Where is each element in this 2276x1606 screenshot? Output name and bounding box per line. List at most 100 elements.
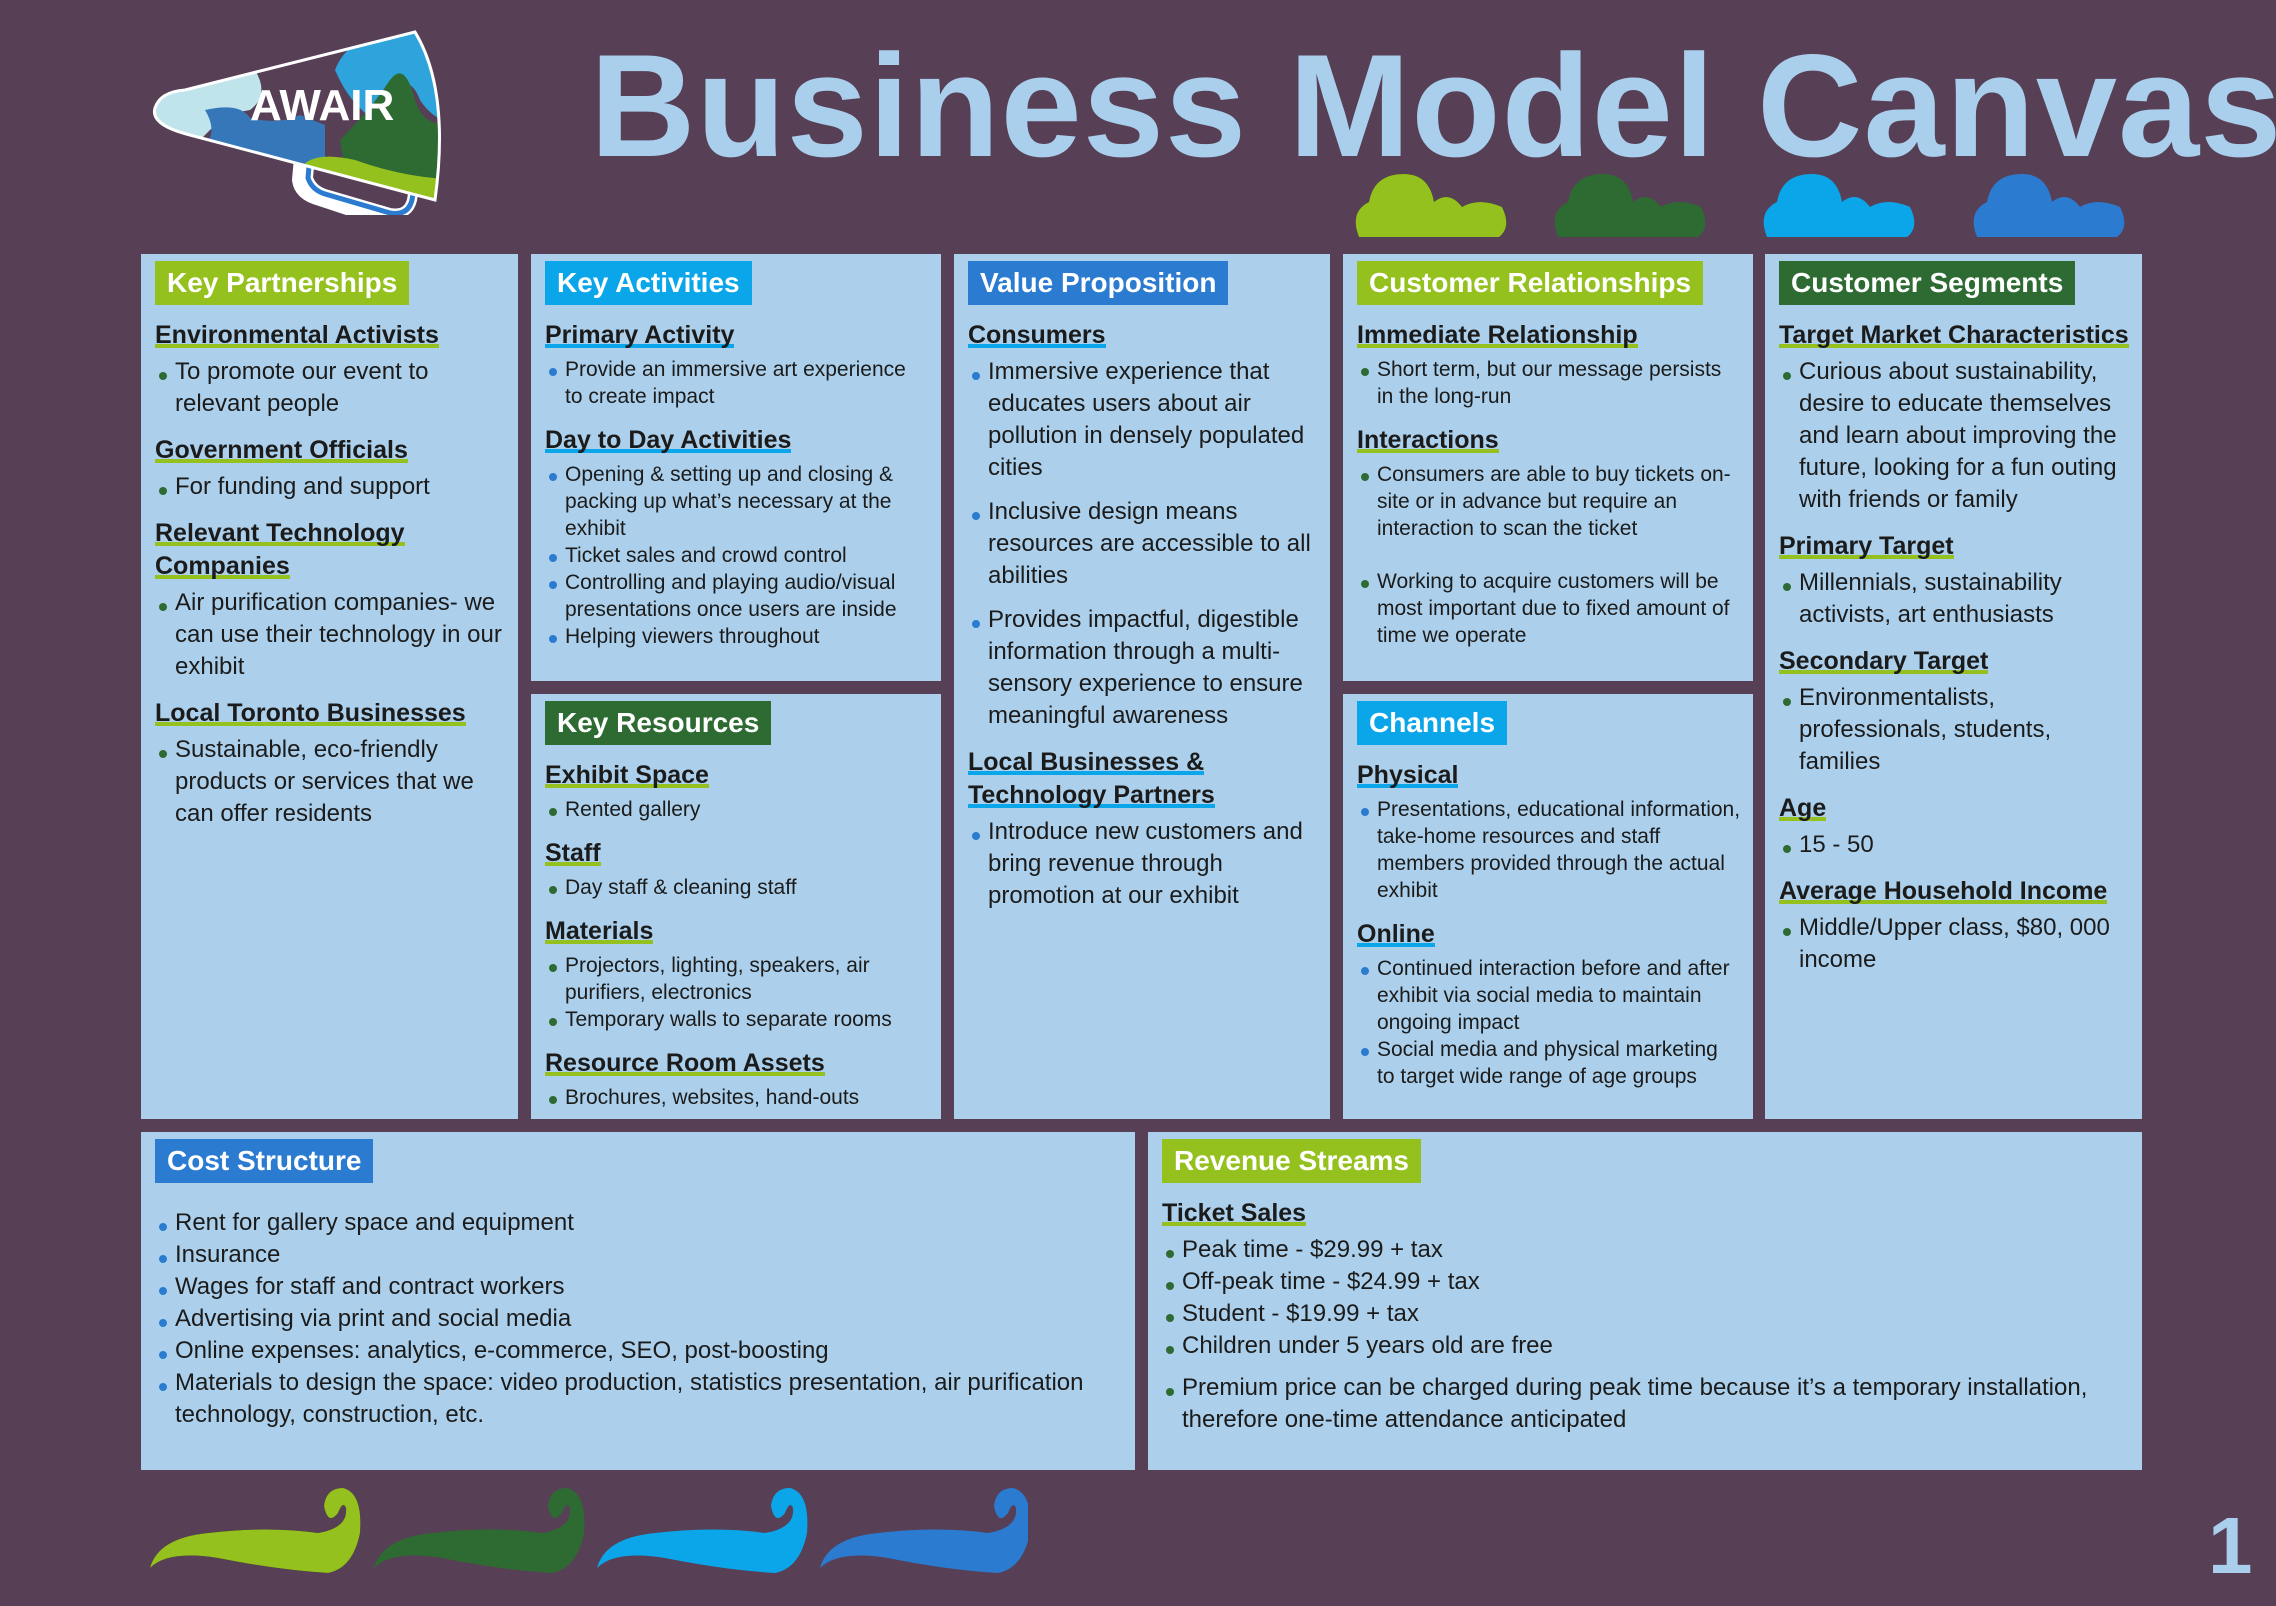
group-heading: Secondary Target bbox=[1779, 647, 1989, 677]
group-heading: Exhibit Space bbox=[545, 761, 709, 791]
bullet-item: Millennials, sustainability activists, a… bbox=[1779, 567, 2130, 631]
bullet-list: Brochures, websites, hand-outs bbox=[545, 1084, 929, 1111]
logo-text: AWAIR bbox=[250, 81, 394, 130]
group-heading: Target Market Characteristics bbox=[1779, 321, 2129, 351]
bullet-item: Premium price can be charged during peak… bbox=[1162, 1372, 2130, 1436]
bullet-item: Rented gallery bbox=[545, 796, 929, 823]
bullet-item: Consumers are able to buy tickets on-sit… bbox=[1357, 461, 1741, 542]
bullet-list: Middle/Upper class, $80, 000 income bbox=[1779, 912, 2130, 976]
bullet-item: Insurance bbox=[155, 1239, 1123, 1271]
bullet-item: Middle/Upper class, $80, 000 income bbox=[1779, 912, 2130, 976]
key-activities-label: Key Activities bbox=[545, 261, 752, 305]
bullet-item: Working to acquire customers will be mos… bbox=[1357, 568, 1741, 649]
cloud-decorations bbox=[1355, 174, 2125, 237]
bullet-item: Off-peak time - $24.99 + tax bbox=[1162, 1266, 2130, 1298]
bullet-item: Helping viewers throughout bbox=[545, 623, 929, 650]
group-heading: Immediate Relationship bbox=[1357, 321, 1638, 351]
bullet-item: Curious about sustainability, desire to … bbox=[1779, 356, 2130, 516]
page-title: Business Model Canvas bbox=[590, 24, 2276, 187]
key-partnerships-label: Key Partnerships bbox=[155, 261, 410, 305]
group-heading: Primary Target bbox=[1779, 532, 1954, 562]
bullet-list: Projectors, lighting, speakers, air puri… bbox=[545, 952, 929, 1033]
page-number: 1 bbox=[2208, 1501, 2253, 1590]
wave-icon bbox=[150, 1488, 361, 1573]
bullet-list: Environmentalists, professionals, studen… bbox=[1779, 682, 2130, 778]
wave-icon bbox=[597, 1488, 808, 1573]
bullet-list: Short term, but our message persists in … bbox=[1357, 356, 1741, 410]
bullet-item: Sustainable, eco-friendly products or se… bbox=[155, 734, 506, 830]
bullet-item: For funding and support bbox=[155, 471, 506, 503]
bullet-list: 15 - 50 bbox=[1779, 829, 2130, 861]
group-heading: Day to Day Activities bbox=[545, 426, 792, 456]
bullet-item: Peak time - $29.99 + tax bbox=[1162, 1234, 2130, 1266]
cloud-icon bbox=[1554, 174, 1706, 237]
group-heading: Relevant Technology Companies bbox=[155, 519, 405, 582]
bullet-item: Opening & setting up and closing & packi… bbox=[545, 461, 929, 542]
bullet-list: Presentations, educational information, … bbox=[1357, 796, 1741, 904]
bullet-list: Continued interaction before and after e… bbox=[1357, 955, 1741, 1090]
cloud-icon bbox=[1355, 174, 1507, 237]
group-heading: Online bbox=[1357, 920, 1435, 950]
bullet-item: 15 - 50 bbox=[1779, 829, 2130, 861]
bullet-item: Children under 5 years old are free bbox=[1162, 1330, 2130, 1362]
bullet-list: Air purification companies- we can use t… bbox=[155, 587, 506, 683]
group-heading: Average Household Income bbox=[1779, 877, 2108, 907]
customer-segments-label: Customer Segments bbox=[1779, 261, 2076, 305]
bullet-list: Introduce new customers and bring revenu… bbox=[968, 816, 1318, 912]
bullet-list: Provide an immersive art experience to c… bbox=[545, 356, 929, 410]
bullet-item: Social media and physical marketing to t… bbox=[1357, 1036, 1741, 1090]
bullet-item: Controlling and playing audio/visual pre… bbox=[545, 569, 929, 623]
bullet-item: Day staff & cleaning staff bbox=[545, 874, 929, 901]
key-resources-label: Key Resources bbox=[545, 701, 772, 745]
wave-icon bbox=[374, 1488, 585, 1573]
bullet-item: Provides impactful, digestible informati… bbox=[968, 604, 1318, 732]
bullet-list: Day staff & cleaning staff bbox=[545, 874, 929, 901]
bullet-item: Environmentalists, professionals, studen… bbox=[1779, 682, 2130, 778]
wave-decorations bbox=[150, 1488, 1028, 1573]
bullet-item: Air purification companies- we can use t… bbox=[155, 587, 506, 683]
bullet-item: Immersive experience that educates users… bbox=[968, 356, 1318, 484]
bullet-item: Short term, but our message persists in … bbox=[1357, 356, 1741, 410]
wave-icon bbox=[820, 1488, 1028, 1573]
bullet-item: Student - $19.99 + tax bbox=[1162, 1298, 2130, 1330]
bullet-list: For funding and support bbox=[155, 471, 506, 503]
group-heading: Staff bbox=[545, 839, 601, 869]
bullet-item: Continued interaction before and after e… bbox=[1357, 955, 1741, 1036]
bullet-list: Immersive experience that educates users… bbox=[968, 356, 1318, 732]
cloud-icon bbox=[1973, 174, 2125, 237]
group-heading: Government Officials bbox=[155, 436, 408, 466]
bullet-item: Temporary walls to separate rooms bbox=[545, 1006, 929, 1033]
cloud-icon bbox=[1763, 174, 1915, 237]
channels-label: Channels bbox=[1357, 701, 1508, 745]
group-heading: Ticket Sales bbox=[1162, 1199, 1307, 1229]
value-proposition-label: Value Proposition bbox=[968, 261, 1229, 305]
bullet-item: Inclusive design means resources are acc… bbox=[968, 496, 1318, 592]
bullet-item: Brochures, websites, hand-outs bbox=[545, 1084, 929, 1111]
bullet-item: To promote our event to relevant people bbox=[155, 356, 506, 420]
